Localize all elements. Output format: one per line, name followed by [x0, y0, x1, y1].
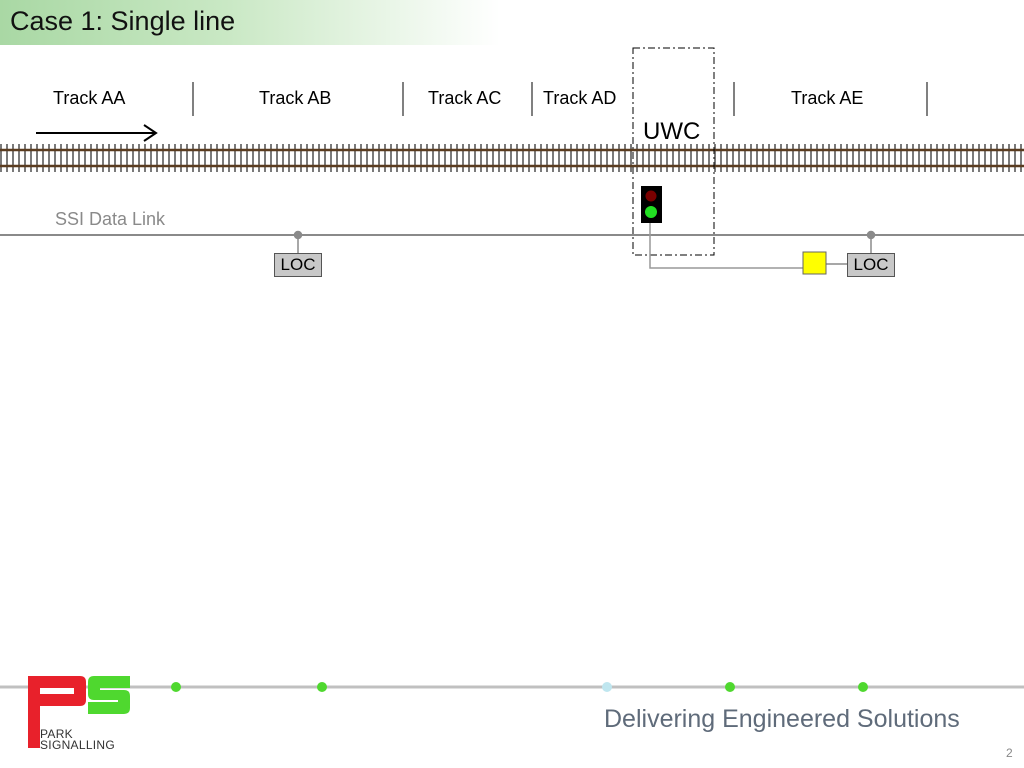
logo-s-shape: [88, 676, 130, 714]
track-label-ac: Track AC: [428, 88, 502, 108]
railway-track: [0, 144, 1024, 172]
footer-dot: [602, 682, 612, 692]
loc-connector-1: [293, 230, 303, 253]
slide-title: Case 1: Single line: [10, 6, 236, 36]
footer-tagline: Delivering Engineered Solutions: [604, 705, 960, 733]
uwc-boundary: [632, 47, 715, 256]
title-bar: [0, 0, 500, 45]
uwc-label: UWC: [643, 118, 701, 145]
footer-dot: [858, 682, 868, 692]
track-label-ad: Track AD: [543, 88, 617, 108]
signal-red-lamp: [645, 190, 657, 202]
track-label-aa: Track AA: [53, 88, 126, 108]
footer-dot: [725, 682, 735, 692]
park-signalling-logo: [28, 676, 130, 748]
logo-text-park: PARK: [40, 727, 73, 741]
loc-box-2: LOC: [847, 253, 895, 277]
track-label-ae: Track AE: [791, 88, 864, 108]
signal-head: [641, 186, 662, 223]
sleepers: [0, 144, 1024, 172]
page-number: 2: [1006, 746, 1013, 760]
ssi-data-link-label: SSI Data Link: [55, 209, 166, 229]
signal-green-lamp: [645, 206, 657, 218]
loc-box-1: LOC: [274, 253, 322, 277]
loc-connector-2: [866, 230, 876, 253]
signal-cable: [649, 223, 803, 269]
logo-text-signalling: SIGNALLING: [40, 738, 116, 752]
track-dividers: [192, 82, 928, 116]
track-label-ab: Track AB: [259, 88, 332, 108]
yellow-indicator: [802, 251, 827, 275]
footer-dot: [171, 682, 181, 692]
footer-dot: [317, 682, 327, 692]
direction-arrow: [36, 124, 158, 142]
